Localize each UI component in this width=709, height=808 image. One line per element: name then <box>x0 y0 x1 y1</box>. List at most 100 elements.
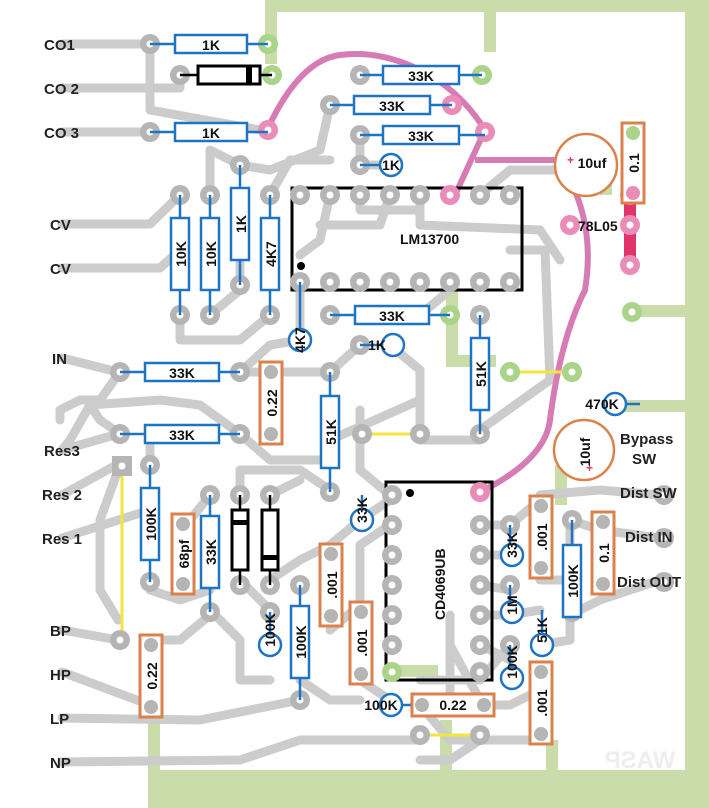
label-co3: CO 3 <box>44 125 79 142</box>
resistor-100k-r2[interactable]: 100K <box>499 645 525 691</box>
diode-right[interactable] <box>260 495 280 585</box>
resistor-top-2[interactable]: 33K <box>330 94 452 116</box>
resistor-in-label: 33K <box>169 365 195 381</box>
resistor-top-3-label: 33K <box>408 128 434 144</box>
resistor-co1-label: 1K <box>202 37 220 53</box>
ic-pad <box>410 185 430 205</box>
resistor-co3[interactable]: 1K <box>150 121 268 143</box>
resistor-4k7-small[interactable]: 4K7 <box>287 282 313 353</box>
resistor-100k-r2-label: 100K <box>504 645 520 678</box>
capacitor-001-b[interactable]: .001 <box>348 600 374 686</box>
label-bp: BP <box>50 623 71 640</box>
label-dist-out: Dist OUT <box>617 574 681 591</box>
capacitor-01-right-label: 0.1 <box>596 543 612 563</box>
ic-pad <box>350 272 370 292</box>
resistor-100k-bot[interactable]: 100K <box>364 692 420 718</box>
resistor-100k-bot-label: 100K <box>364 697 397 713</box>
capacitor-022-a[interactable]: 0.22 <box>258 360 284 446</box>
resistor-co3-label: 1K <box>202 125 220 141</box>
resistor-100k-right[interactable]: 100K <box>561 520 583 619</box>
resistor-51k-right-label: 51K <box>473 361 489 387</box>
capacitor-10uf-bottom[interactable]: + 10uf <box>552 418 616 482</box>
regulator-pad <box>560 215 580 235</box>
resistor-33k-res[interactable]: 33K <box>199 495 221 612</box>
capacitor-022-a-label: 0.22 <box>264 389 280 416</box>
capacitor-001-a[interactable]: .001 <box>318 542 344 628</box>
resistor-mid[interactable]: 33K <box>330 304 450 326</box>
resistor-100k-mid-label: 100K <box>293 625 309 658</box>
ic-pad <box>380 185 400 205</box>
resistor-cv-c[interactable]: 1K <box>229 165 251 285</box>
label-cv-2: CV <box>50 261 71 278</box>
edge-labels: CO1 CO 2 CO 3 CV CV IN Res3 Res 2 Res 1 … <box>42 37 681 772</box>
resistor-51k-right[interactable]: 51K <box>469 315 491 434</box>
resistor-res3[interactable]: 33K <box>120 423 240 445</box>
capacitor-10uf-top[interactable]: + 10uf <box>553 132 619 198</box>
label-in: IN <box>52 351 67 368</box>
ic-pad <box>382 605 402 625</box>
resistor-top-2-label: 33K <box>379 98 405 114</box>
pad <box>654 485 674 505</box>
capacitor-022-left-label: 0.22 <box>144 662 160 689</box>
ic-pad <box>410 272 430 292</box>
resistor-top-1[interactable]: 33K <box>360 64 482 86</box>
capacitor-10uf-top-plus: + <box>567 153 574 167</box>
regulator-pad <box>620 255 640 275</box>
capacitor-68pf-label: 68pf <box>176 539 192 568</box>
resistor-51k-r[interactable]: 51K <box>529 610 555 658</box>
resistor-51k-mid-label: 51K <box>323 419 339 445</box>
resistor-100k-mid[interactable]: 100K <box>289 585 311 700</box>
resistor-100k-small-label: 100K <box>262 613 278 646</box>
capacitor-022-bot[interactable]: 0.22 <box>410 692 496 718</box>
resistor-51k-mid[interactable]: 51K <box>319 372 341 492</box>
ic-pad <box>470 545 490 565</box>
resistor-in[interactable]: 33K <box>120 361 240 383</box>
resistor-33k-r[interactable]: 33K <box>499 525 525 568</box>
lm13700-chip[interactable]: LM13700 <box>290 186 524 292</box>
resistor-51k-r-label: 51K <box>534 617 550 643</box>
ic-pad <box>440 185 460 205</box>
resistor-top-3[interactable]: 33K <box>360 124 485 146</box>
resistor-470k[interactable]: 470K <box>585 391 640 417</box>
resistor-100k-small[interactable]: 100K <box>257 612 283 658</box>
diode-co2[interactable] <box>180 64 272 86</box>
ic-pad <box>470 635 490 655</box>
capacitor-68pf[interactable]: 68pf <box>170 512 196 596</box>
ic-pad <box>382 662 402 682</box>
diode-left[interactable] <box>230 495 250 585</box>
resistor-100k-res[interactable]: 100K <box>139 465 161 582</box>
resistor-cv-d-label: 4K7 <box>263 241 279 267</box>
ic-pad <box>290 185 310 205</box>
capacitor-001-right2-label: .001 <box>534 689 550 716</box>
resistor-1k-small[interactable]: 1K <box>360 152 404 178</box>
resistor-cv-d[interactable]: 4K7 <box>259 195 281 315</box>
pad <box>622 302 642 322</box>
label-cv-1: CV <box>50 217 71 234</box>
label-lp: LP <box>50 711 69 728</box>
resistor-100k-res-label: 100K <box>143 507 159 540</box>
resistor-1m[interactable]: 1M <box>499 585 525 625</box>
resistor-33k-res-label: 33K <box>203 539 219 565</box>
resistor-cv-b[interactable]: 10K <box>199 195 221 315</box>
resistor-cv-a[interactable]: 10K <box>169 195 191 315</box>
capacitor-01-top[interactable]: 0.1 <box>620 121 646 205</box>
capacitor-001-b-label: .001 <box>354 629 370 656</box>
resistor-4k7-small-label: 4K7 <box>292 327 308 353</box>
pad <box>110 630 130 650</box>
capacitor-001-right-label: .001 <box>534 523 550 550</box>
capacitor-022-left[interactable]: 0.22 <box>138 633 164 719</box>
capacitor-01-right[interactable]: 0.1 <box>590 510 616 596</box>
label-bypass: Bypass <box>620 431 673 448</box>
pad <box>562 362 582 382</box>
capacitor-01-top-label: 0.1 <box>626 153 642 173</box>
cd4069-label: CD4069UB <box>432 548 448 620</box>
resistor-33k-small[interactable]: 33K <box>349 495 375 533</box>
capacitor-001-right[interactable]: .001 <box>528 494 554 580</box>
resistor-co1[interactable]: 1K <box>150 33 268 55</box>
ic-pad <box>350 185 370 205</box>
resistor-1m-label: 1M <box>504 595 520 614</box>
capacitor-001-right2[interactable]: .001 <box>528 660 554 746</box>
ic-pad <box>382 635 402 655</box>
resistor-1k-mid[interactable]: 1K <box>360 332 406 358</box>
